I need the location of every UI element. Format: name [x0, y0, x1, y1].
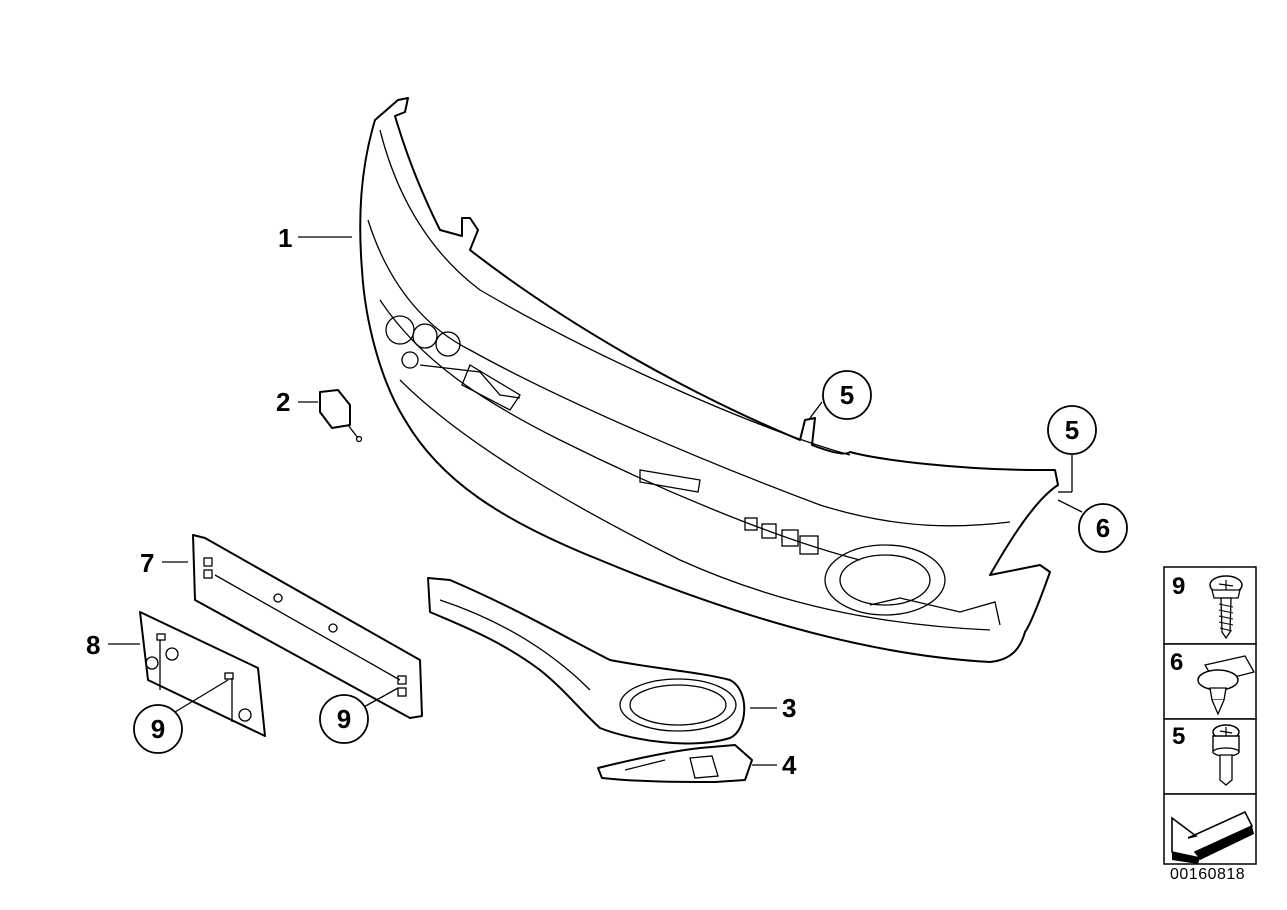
callout-5a-circle: [822, 370, 872, 420]
callout-5b: 5: [1065, 415, 1079, 445]
diagram-id-label: 00160818: [1170, 866, 1246, 883]
legend-number-6: 6: [1170, 649, 1183, 676]
bumper-cover: [359, 97, 1059, 663]
callout-6-circle: [1078, 503, 1128, 553]
callout-9a-circle: [133, 704, 183, 754]
fog-light-bracket: [597, 744, 753, 783]
callout-9b-circle: [319, 694, 369, 744]
torx-bolt-icon: [1212, 724, 1240, 786]
callout-9a: 9: [151, 714, 165, 744]
callout-1: 1: [278, 223, 292, 253]
tow-hook-cover: [319, 389, 363, 443]
callout-5b-circle: [1047, 405, 1097, 455]
screw-icon: [1209, 575, 1243, 640]
grille-trim-strip: [427, 577, 746, 745]
leader-lines: [108, 236, 1083, 766]
fastener-legend: 9 6 5: [1163, 566, 1257, 865]
callout-8: 8: [86, 630, 100, 660]
callout-7: 7: [140, 548, 154, 578]
legend-number-5: 5: [1172, 723, 1185, 750]
callout-6: 6: [1096, 513, 1110, 543]
legend-box-9: [1163, 566, 1257, 645]
license-plate-bracket: [139, 611, 266, 737]
direction-arrow-icon: [1171, 810, 1254, 864]
callout-9b: 9: [337, 704, 351, 734]
callout-4: 4: [782, 750, 797, 780]
legend-number-9: 9: [1172, 573, 1185, 600]
license-plate-base: [192, 534, 423, 719]
expanding-rivet-icon: [1197, 655, 1255, 716]
callout-labels: 1 2 3 4 7 8 5 5 6 9 9: [86, 223, 1128, 780]
callout-5a: 5: [840, 380, 854, 410]
callout-2: 2: [276, 387, 290, 417]
callout-3: 3: [782, 693, 796, 723]
legend-box-5: [1163, 718, 1257, 795]
